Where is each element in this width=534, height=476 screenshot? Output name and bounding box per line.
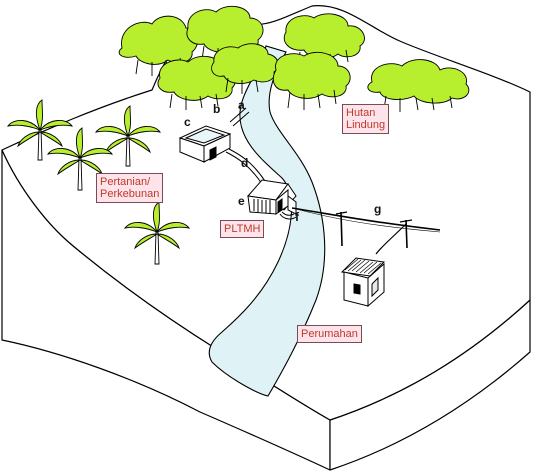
pltmh-label: PLTMH	[220, 220, 264, 238]
agriculture-label: Pertanian/ Perkebunan	[96, 173, 163, 203]
letter-b: b	[213, 102, 220, 116]
letter-d: d	[241, 156, 248, 170]
letter-a: a	[238, 98, 245, 112]
letter-f: f	[295, 210, 299, 224]
housing-label: Perumahan	[297, 325, 362, 343]
letter-c: c	[184, 115, 191, 129]
letter-e: e	[238, 194, 245, 208]
protected-forest-label: Hutan Lindung	[342, 104, 389, 134]
letter-g: g	[374, 202, 381, 216]
